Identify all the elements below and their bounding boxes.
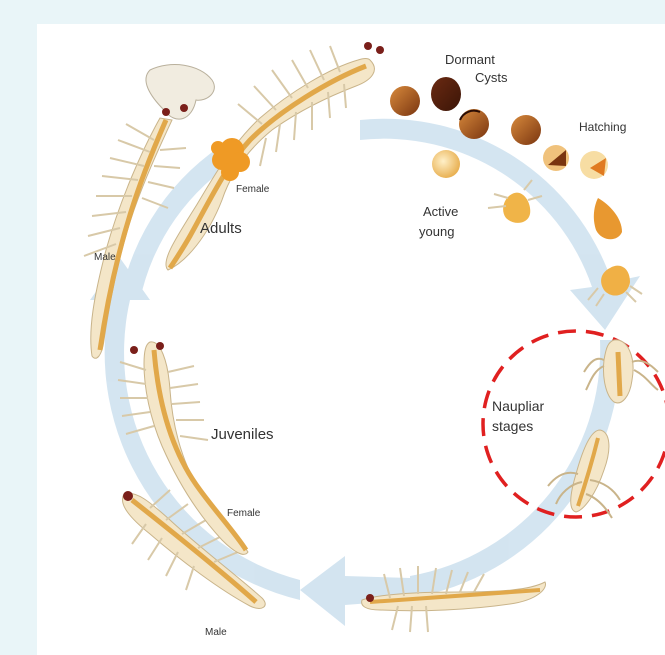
cyst bbox=[431, 77, 461, 111]
hatching-embryo bbox=[594, 198, 622, 239]
label-juveniles: Juveniles bbox=[211, 426, 274, 443]
label-hatching: Hatching bbox=[579, 120, 626, 134]
label-male-adult: Male bbox=[94, 252, 116, 263]
cyst bbox=[432, 150, 460, 178]
label-female-juvenile: Female bbox=[227, 508, 261, 519]
label-dormant: Dormant bbox=[445, 52, 495, 67]
label-naupliar: Naupliar bbox=[492, 398, 544, 414]
label-young: young bbox=[419, 224, 454, 239]
nauplius-1 bbox=[584, 340, 658, 403]
label-female-adult: Female bbox=[236, 184, 270, 195]
label-male-juvenile: Male bbox=[205, 627, 227, 638]
label-adults: Adults bbox=[200, 220, 242, 237]
label-stages: stages bbox=[492, 418, 533, 434]
label-active: Active bbox=[423, 204, 458, 219]
cyst bbox=[390, 86, 420, 116]
cyst bbox=[511, 115, 541, 145]
label-cysts: Cysts bbox=[475, 70, 508, 85]
